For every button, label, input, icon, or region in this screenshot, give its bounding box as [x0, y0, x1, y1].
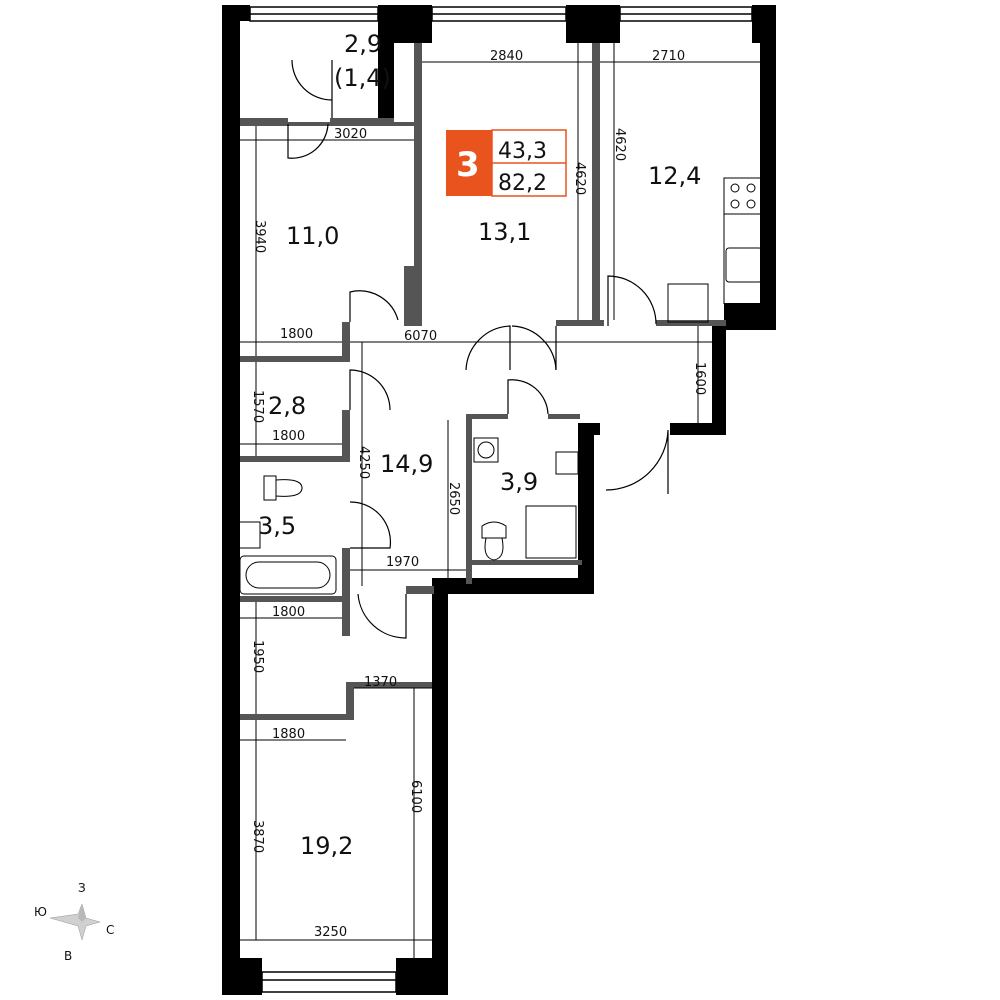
- room-area-hall: 14,9: [380, 450, 433, 478]
- living-area: 43,3: [498, 139, 547, 164]
- fridge-icon: [667, 283, 709, 323]
- exterior-walls: [222, 5, 776, 995]
- room-area-bedroom-bottom: 19,2: [300, 832, 353, 860]
- compass-west: З: [78, 881, 86, 895]
- rooms-count-box: [446, 130, 492, 196]
- dimension-label: 4250: [356, 446, 371, 479]
- room-area-wc: 3,9: [500, 468, 538, 496]
- dimension-label: 3870: [250, 820, 265, 853]
- room-area-bathroom: 3,5: [258, 512, 296, 540]
- dimension-label: 3940: [252, 220, 267, 253]
- room-area-storage: 2,8: [268, 392, 306, 420]
- apartment-badge: 3 43,3 82,2: [446, 129, 567, 197]
- dimension-label: 6070: [404, 329, 437, 344]
- wc-sink-icon: [555, 451, 579, 475]
- dimension-label: 2840: [490, 49, 523, 64]
- kitchen-sink-icon: [725, 247, 763, 283]
- dimension-label: 3250: [314, 925, 347, 940]
- dimension-label: 1970: [386, 555, 419, 570]
- dimension-label: 1370: [364, 675, 397, 690]
- compass-south: Ю: [34, 905, 47, 919]
- dimension-label: 1800: [272, 605, 305, 620]
- stove-icon: [723, 177, 763, 215]
- door-swings: [287, 59, 669, 639]
- rooms-count: 3: [456, 145, 480, 185]
- room-area-loggia-reduced: (1,4): [334, 64, 391, 92]
- dimension-label: 2650: [446, 482, 461, 515]
- bathroom-toilet-icon: [263, 475, 303, 501]
- room-area-kitchen: 12,4: [648, 162, 701, 190]
- shower-icon: [525, 505, 577, 559]
- dimension-label: 1570: [250, 390, 265, 423]
- fixtures: [235, 177, 763, 595]
- dimension-label: 4620: [612, 128, 627, 161]
- dimension-label: 1600: [692, 362, 707, 395]
- bathtub-icon: [239, 555, 337, 595]
- dimension-label: 1950: [250, 640, 265, 673]
- compass-east: В: [64, 949, 72, 963]
- compass-rose: З Ю С В: [34, 881, 114, 963]
- dimension-label: 1880: [272, 727, 305, 742]
- dimension-label: 3020: [334, 127, 367, 142]
- room-area-living-room: 13,1: [478, 218, 531, 246]
- dimension-label: 1800: [280, 327, 313, 342]
- wc-toilet-icon: [481, 521, 507, 561]
- room-area-loggia: 2,9: [344, 30, 382, 58]
- bathroom-sink-icon: [235, 521, 261, 549]
- washing-machine-icon: [473, 437, 499, 463]
- dimension-labels: 2840 2710 3020 3940 4620 4620 1800 6070 …: [250, 49, 707, 940]
- windows: [249, 6, 753, 993]
- dimension-label: 6100: [408, 780, 423, 813]
- interior-walls: [240, 43, 726, 720]
- room-labels: 2,9 (1,4) 11,0 13,1 12,4 2,8 14,9 3,9 3,…: [258, 30, 701, 860]
- total-area: 82,2: [498, 171, 547, 196]
- compass-north: С: [106, 923, 114, 937]
- dimension-label: 2710: [652, 49, 685, 64]
- dimension-lines: [240, 43, 760, 958]
- dimension-label: 4620: [572, 162, 587, 195]
- dimension-label: 1800: [272, 429, 305, 444]
- room-area-bedroom-top-left: 11,0: [286, 222, 339, 250]
